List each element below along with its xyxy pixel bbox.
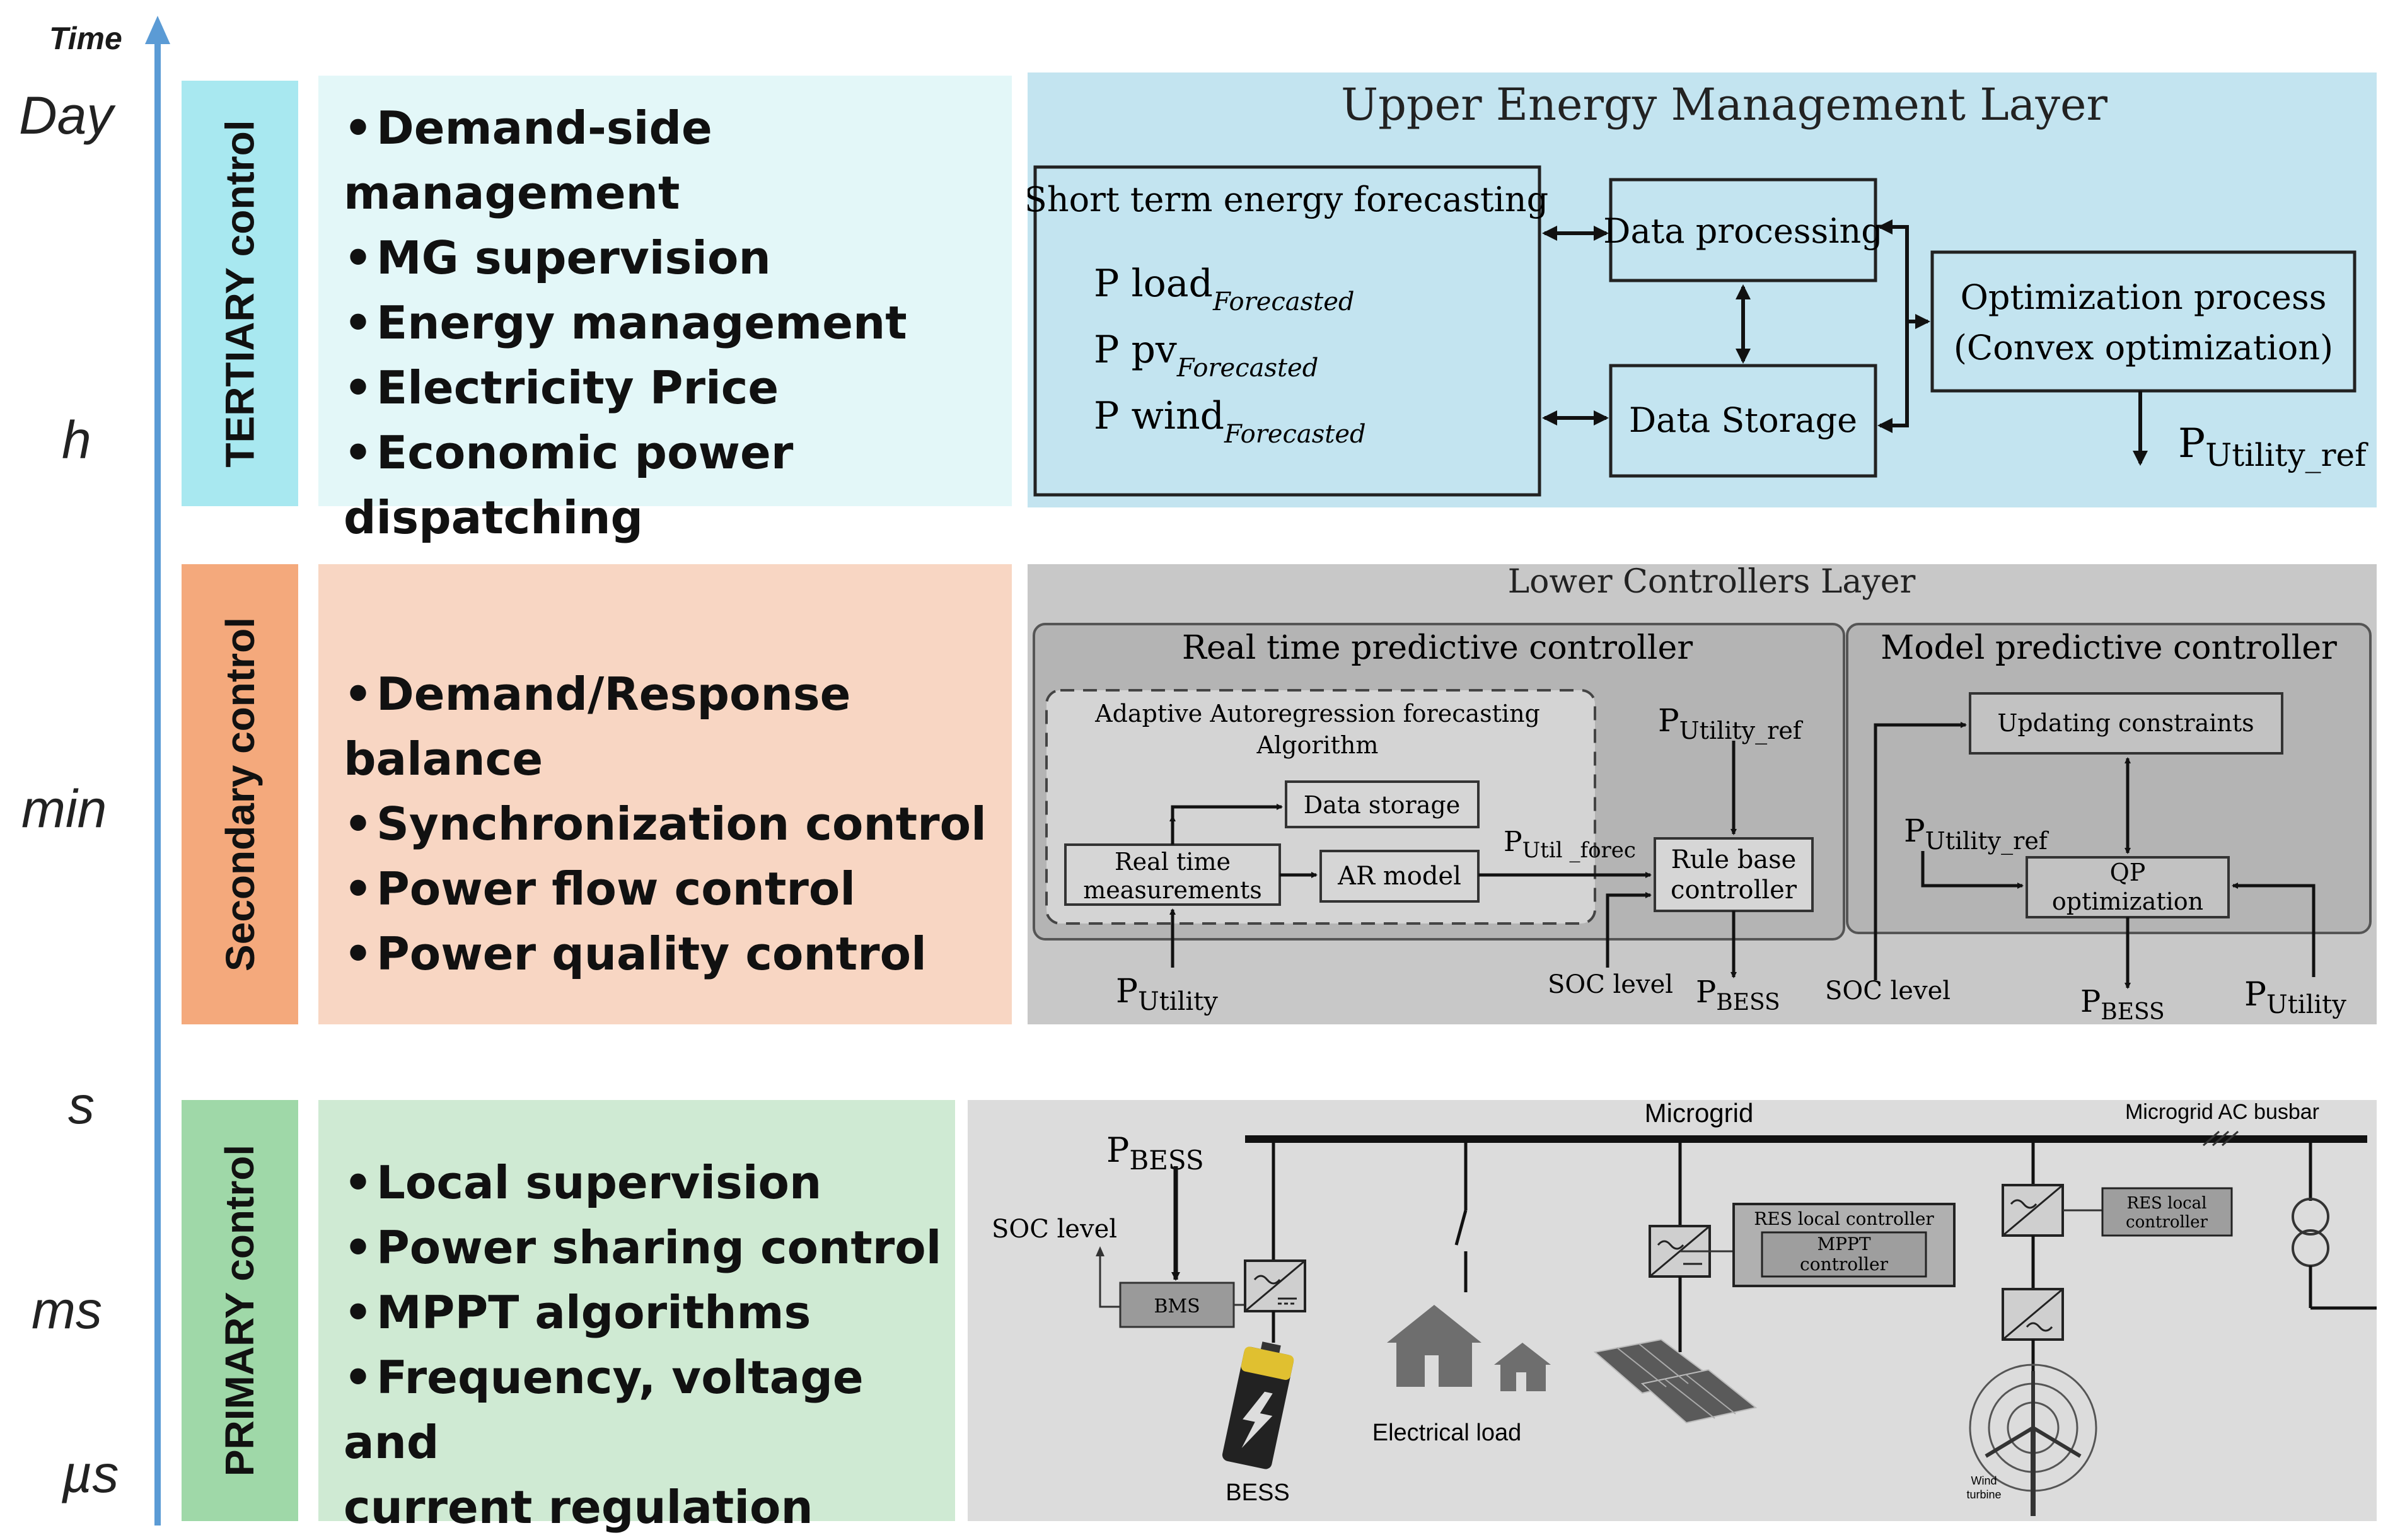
soc-level-primary: SOC level (992, 1215, 1117, 1244)
primary-item: •Frequency, voltage and (344, 1351, 864, 1469)
time-axis-title: Time (49, 21, 122, 56)
secondary-band-label: Secondary control (182, 564, 298, 1024)
ar-model-box: AR model (1337, 862, 1461, 891)
bms-label: BMS (1154, 1295, 1200, 1317)
adaptive-line2: Algorithm (1256, 731, 1379, 759)
time-label-hour: h (62, 410, 91, 470)
p-utility-ref-output: PUtility_ref (2178, 420, 2368, 473)
p-utility-rt-input: PUtility (1116, 973, 1218, 1016)
primary-item: •MPPT algorithms (344, 1286, 811, 1339)
wind-turbine-icon (1969, 1363, 2097, 1516)
forecast-pv: P pvForecasted (1094, 328, 1318, 383)
p-utility-mpc-input: PUtility (2244, 976, 2346, 1019)
res-local-line2: controller (2126, 1213, 2208, 1232)
data-storage-box: Data Storage (1629, 400, 1857, 440)
mppt-line2: controller (1800, 1254, 1889, 1275)
p-utility-ref-rt: PUtility_ref (1658, 702, 1804, 745)
res-local-line1: RES local (2127, 1194, 2207, 1213)
microgrid-label: Microgrid (1645, 1100, 1754, 1128)
rule-base-line2: controller (1671, 876, 1797, 905)
primary-item: •Power sharing control (344, 1221, 942, 1274)
time-label-microsecond: µs (62, 1444, 119, 1503)
qp-line2: optimization (2052, 888, 2203, 915)
forecast-load: P loadForecasted (1094, 262, 1355, 316)
p-bess-mpc-output: PBESS (2080, 984, 2165, 1024)
primary-label-text: PRIMARY control (217, 1144, 263, 1477)
tertiary-item: •MG supervision (344, 231, 771, 284)
secondary-description: •Demand/Response balance •Synchronizatio… (318, 564, 1012, 1024)
time-label-minute: min (21, 779, 107, 838)
primary-description: •Local supervision •Power sharing contro… (318, 1100, 955, 1534)
secondary-label-text: Secondary control (217, 617, 263, 971)
rt-measurements-line2: measurements (1083, 876, 1262, 904)
house-icon (1387, 1305, 1551, 1391)
busbar-label: Microgrid AC busbar (2125, 1100, 2319, 1124)
secondary-item: •Power flow control (344, 862, 856, 915)
primary-band-label: PRIMARY control (182, 1100, 298, 1521)
tertiary-label-text: TERTIARY control (217, 119, 263, 468)
primary-item: current regulation (344, 1481, 813, 1534)
optimization-line2: (Convex optimization) (1954, 328, 2333, 368)
p-util-forec: PUtil _forec (1504, 826, 1636, 863)
time-label-day: Day (19, 86, 113, 145)
electrical-load-label: Electrical load (1372, 1420, 1522, 1446)
lower-controllers-diagram: Lower Controllers Layer Real time predic… (1028, 564, 2377, 1024)
tertiary-item: •Economic power (344, 426, 794, 479)
rt-measurements-line1: Real time (1115, 848, 1231, 876)
bms-box (1119, 1282, 1235, 1328)
res-local-box-wind (2101, 1187, 2233, 1237)
p-bess-rt-output: PBESS (1696, 975, 1780, 1016)
tertiary-item: •Demand-side management (344, 101, 712, 219)
tertiary-description: •Demand-side management •MG supervision … (318, 76, 1012, 544)
res-local-controller-label: RES local controller (1754, 1208, 1934, 1229)
p-utility-ref-mpc: PUtility_ref (1904, 813, 2049, 855)
rt-data-storage-box: Data storage (1304, 791, 1460, 819)
microgrid-diagram: Microgrid Microgrid AC busbar PBESS SOC … (968, 1100, 2377, 1521)
battery-icon (1222, 1341, 1294, 1469)
forecast-wind: P windForecasted (1094, 394, 1366, 449)
data-processing-box: Data processing (1603, 211, 1883, 251)
time-axis-arrow (145, 16, 170, 1526)
p-bess-primary: PBESS (1106, 1130, 1204, 1176)
wind-line1: Wind (1971, 1474, 1997, 1487)
adaptive-line1: Adaptive Autoregression forecasting (1094, 700, 1540, 727)
mppt-line1: MPPT (1817, 1234, 1870, 1254)
qp-line1: QP (2110, 859, 2146, 886)
updating-constraints-box: Updating constraints (1997, 709, 2254, 737)
secondary-item: •Power quality control (344, 927, 927, 980)
tertiary-item: dispatching (344, 491, 644, 544)
bess-label: BESS (1226, 1479, 1289, 1506)
tertiary-item: •Electricity Price (344, 361, 779, 414)
forecasting-title: Short term energy forecasting (1028, 180, 1548, 219)
rtpc-title: Real time predictive controller (1182, 629, 1693, 667)
secondary-item: •Synchronization control (344, 797, 987, 850)
secondary-item: •Demand/Response balance (344, 668, 851, 785)
time-label-millisecond: ms (32, 1280, 102, 1340)
time-label-second: s (68, 1075, 95, 1135)
solar-panel-icon (1593, 1338, 1758, 1424)
soc-level-mpc: SOC level (1825, 976, 1951, 1005)
tertiary-item: •Energy management (344, 296, 907, 349)
lower-layer-title: Lower Controllers Layer (1508, 564, 1916, 601)
mppt-controller-box (1761, 1231, 1927, 1278)
upper-layer-title: Upper Energy Management Layer (1341, 79, 2107, 130)
tertiary-band-label: TERTIARY control (182, 81, 298, 506)
primary-item: •Local supervision (344, 1156, 822, 1209)
upper-energy-management-diagram: Upper Energy Management Layer Short term… (1028, 72, 2377, 507)
rule-base-line1: Rule base (1671, 845, 1797, 874)
wind-line2: turbine (1966, 1488, 2001, 1501)
optimization-line1: Optimization process (1961, 277, 2327, 317)
mpc-title: Model predictive controller (1881, 629, 2337, 667)
soc-level-rt: SOC level (1548, 970, 1673, 999)
